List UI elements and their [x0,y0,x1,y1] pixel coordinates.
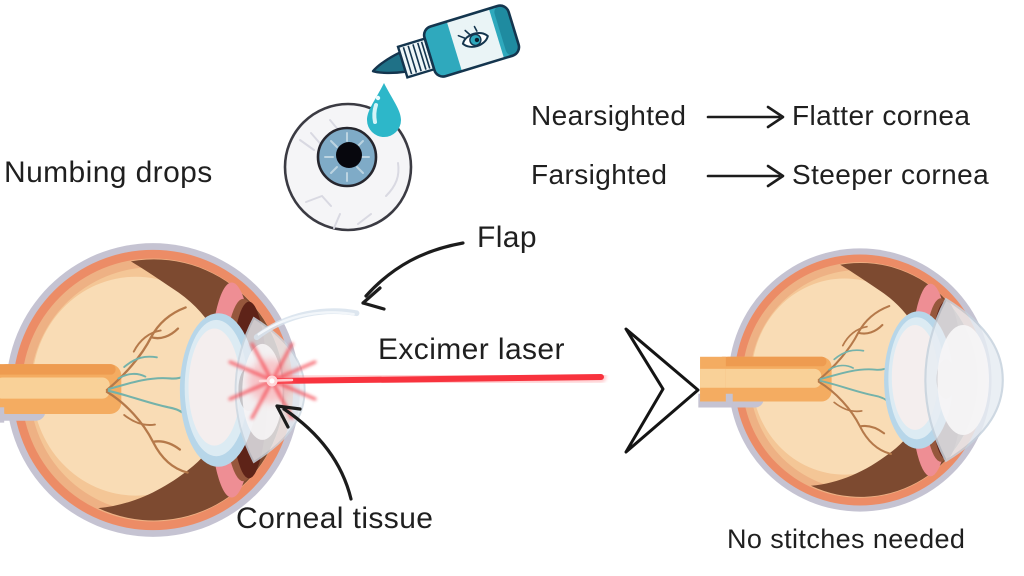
chevron-arrow-icon [624,327,700,454]
left-eye-illustration [0,241,360,539]
cornea-highlight [937,324,989,436]
farsighted-label: Farsighted [531,159,668,190]
eye-drop-icon [367,83,401,137]
flap-label: Flap [477,221,537,254]
excimer-laser-label: Excimer laser [378,333,565,366]
flap-arrow [361,241,465,311]
steeper-cornea-label: Steeper cornea [792,159,990,190]
cornea-dome [924,297,1004,463]
eyeball-iris-rays [324,132,370,182]
no-stitches-label: No stitches needed [727,524,966,554]
bottle-end-band [494,5,520,56]
right-eye-illustration [698,247,1004,513]
bottle-cap-ribs [402,41,431,75]
bottle-label-eye-icon [457,25,489,48]
bottle-nozzle [371,51,407,75]
nearsighted-arrow [706,105,785,129]
farsighted-arrow [706,164,785,188]
eyeball-pupil [336,142,362,168]
right-optic-nerve-stub [698,356,733,408]
laser-beam [268,371,607,387]
laser-impact-starburst [228,342,317,420]
flatter-cornea-label: Flatter cornea [792,100,971,131]
numbing-drops-label: Numbing drops [4,156,213,189]
nearsighted-label: Nearsighted [531,100,687,131]
corneal-tissue-arrow [275,404,353,501]
corneal-tissue-label: Corneal tissue [236,502,434,535]
left-optic-nerve-extension [0,407,5,423]
eye-drop-bottle-icon [371,4,521,79]
cornea-flap [253,308,360,341]
bottle-outline [422,4,521,78]
